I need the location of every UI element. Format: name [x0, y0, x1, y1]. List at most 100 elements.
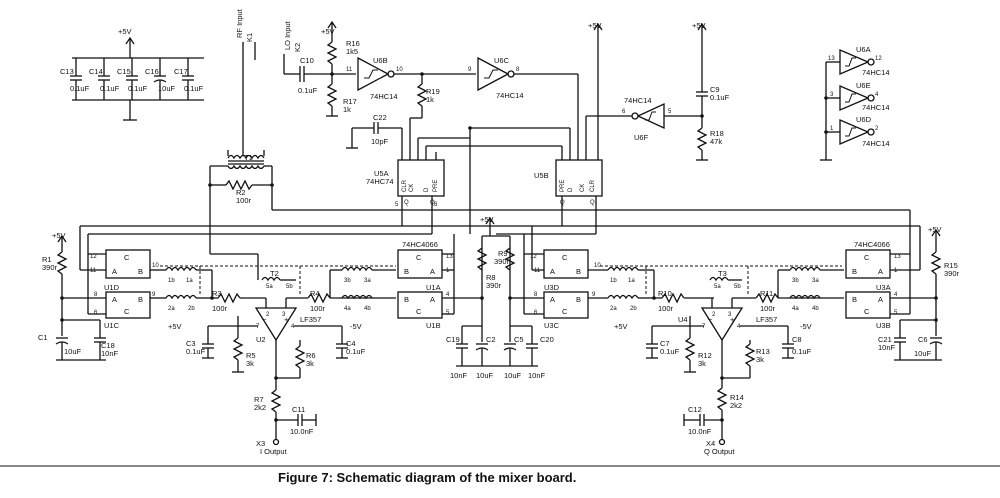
u3d-label: U3D [544, 283, 560, 292]
i-output-label: I Output [260, 447, 288, 456]
svg-text:10: 10 [594, 263, 601, 269]
u1-type: 74HC4066 [402, 240, 438, 249]
svg-text:6: 6 [534, 310, 538, 316]
u1b-label: U1B [426, 321, 441, 330]
c19-value: 10nF [450, 371, 468, 380]
cap-value: 0.1uF [100, 84, 120, 93]
c9-ref: C9 [710, 85, 720, 94]
r12-value: 3k [698, 359, 706, 368]
svg-text:4b: 4b [364, 306, 371, 312]
cap-c13: C13 0.1uF [60, 58, 90, 100]
u2-minus: – [262, 314, 267, 323]
svg-text:5: 5 [395, 202, 399, 208]
c1-value: 10uF [64, 347, 82, 356]
mixer-i-channel: +5V R1 390r C1 10uF C18 10nF C A B U1D 1… [38, 226, 462, 456]
svg-text:2b: 2b [630, 306, 637, 312]
r6-value: 3k [306, 359, 314, 368]
svg-text:Q: Q [404, 200, 409, 206]
svg-text:CLR: CLR [590, 179, 596, 192]
u4-type: LF357 [756, 315, 777, 324]
svg-text:2: 2 [875, 126, 879, 132]
svg-text:C: C [416, 253, 422, 262]
c22-ref: C22 [373, 113, 387, 122]
r18-ref: R18 [710, 129, 724, 138]
cap-ref: C15 [117, 67, 131, 76]
t1-label: T1 [244, 153, 253, 162]
svg-text:5: 5 [668, 109, 672, 115]
r2-ref: R2 [236, 188, 246, 197]
svg-text:4: 4 [894, 292, 898, 298]
r13-ref: R13 [756, 347, 770, 356]
u1d-label: U1D [104, 283, 120, 292]
r11-ref: R11 [760, 289, 773, 298]
svg-text:12: 12 [530, 254, 537, 260]
c7-ref: C7 [660, 339, 670, 348]
u6b-type: 74HC14 [370, 92, 398, 101]
c21-ref: C21 [878, 335, 892, 344]
u3b-label: U3B [876, 321, 891, 330]
r9-ref: R9 [498, 249, 508, 258]
svg-text:7: 7 [702, 324, 706, 330]
svg-text:1: 1 [446, 268, 450, 274]
r6-ref: R6 [306, 351, 316, 360]
svg-text:11: 11 [346, 67, 353, 73]
r7-value: 2k2 [254, 403, 266, 412]
x3-label: X3 [256, 439, 265, 448]
transformer-t1 [227, 154, 265, 170]
r5-ref: R5 [246, 351, 256, 360]
u5b-label: U5B [534, 171, 549, 180]
u2-label: U2 [256, 335, 266, 344]
svg-text:11: 11 [534, 268, 541, 274]
svg-text:2a: 2a [610, 306, 617, 312]
svg-text:5a: 5a [714, 284, 721, 290]
u2-type: LF357 [300, 315, 321, 324]
rail-label: +5V [928, 225, 942, 234]
rail-label: -5V [800, 322, 812, 331]
mixer-q-channel: C A B U3D 12 11 10 A B C U3C 8 6 9 1b 1a… [523, 210, 960, 456]
svg-text:PRE: PRE [560, 180, 566, 192]
svg-text:6: 6 [622, 109, 626, 115]
r3-value: 100r [212, 304, 228, 313]
r17-value: 1k [343, 105, 351, 114]
figure-caption: Figure 7: Schematic diagram of the mixer… [278, 470, 577, 485]
svg-text:A: A [878, 267, 883, 276]
cap-ref: C14 [89, 67, 103, 76]
c5-value: 10uF [504, 371, 522, 380]
u4-plus: + [730, 315, 735, 324]
svg-text:1b: 1b [610, 278, 617, 284]
svg-text:4a: 4a [344, 306, 351, 312]
rail-label: +5V [52, 231, 66, 240]
svg-text:12: 12 [90, 254, 97, 260]
r7-ref: R7 [254, 395, 264, 404]
cap-value: 0.1uF [70, 84, 90, 93]
rail-label: +5V [614, 322, 628, 331]
c21-value: 10nF [878, 343, 896, 352]
u1c-label: U1C [104, 321, 120, 330]
svg-text:4: 4 [875, 92, 879, 98]
rail-label: +5V [168, 322, 182, 331]
rail-label: -5V [350, 322, 362, 331]
rail-label: +5V [588, 21, 602, 30]
c11-value: 10.0nF [290, 427, 314, 436]
svg-text:C: C [562, 253, 568, 262]
svg-text:1a: 1a [186, 278, 193, 284]
t3-label: T3 [718, 269, 727, 278]
u5a-type: 74HC74 [366, 177, 394, 186]
svg-text:11: 11 [90, 268, 97, 274]
u6c-label: U6C [494, 56, 510, 65]
svg-text:C: C [562, 307, 568, 316]
svg-text:13: 13 [828, 56, 835, 62]
q-output-label: Q Output [704, 447, 735, 456]
u6c-type: 74HC14 [496, 91, 524, 100]
svg-text:3a: 3a [364, 278, 371, 284]
c6-value: 10uF [914, 349, 932, 358]
c4-ref: C4 [346, 339, 356, 348]
svg-text:4: 4 [737, 324, 741, 330]
cap-c22: C22 10pF [346, 113, 403, 160]
r12-ref: R12 [698, 351, 712, 360]
rf-input-label: RF Input [235, 8, 244, 38]
r4-value: 100r [310, 304, 326, 313]
c8-value: 0.1uF [792, 347, 812, 356]
cap-ref: C13 [60, 67, 74, 76]
